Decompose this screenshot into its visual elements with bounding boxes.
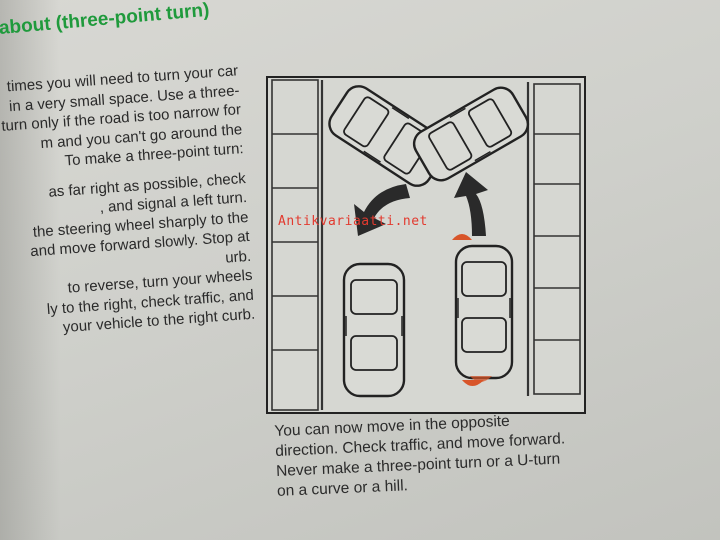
left-sidewalk [271, 79, 324, 411]
car-bottom-left [342, 262, 406, 398]
watermark-text: Antikvariaatti.net [278, 214, 428, 229]
curved-arrow-left [354, 184, 410, 236]
three-point-turn-diagram [266, 76, 586, 414]
front-lights [452, 234, 472, 240]
rear-lights [462, 376, 492, 386]
car-top-right [412, 86, 530, 182]
body-text: times you will need to turn your car in … [0, 61, 256, 341]
page-gutter-shadow [0, 0, 60, 540]
car-bottom-right [454, 244, 514, 380]
right-sidewalk [526, 82, 581, 396]
diagram-caption: You can now move in the opposite directi… [274, 408, 597, 502]
curved-arrow-up [454, 172, 488, 236]
